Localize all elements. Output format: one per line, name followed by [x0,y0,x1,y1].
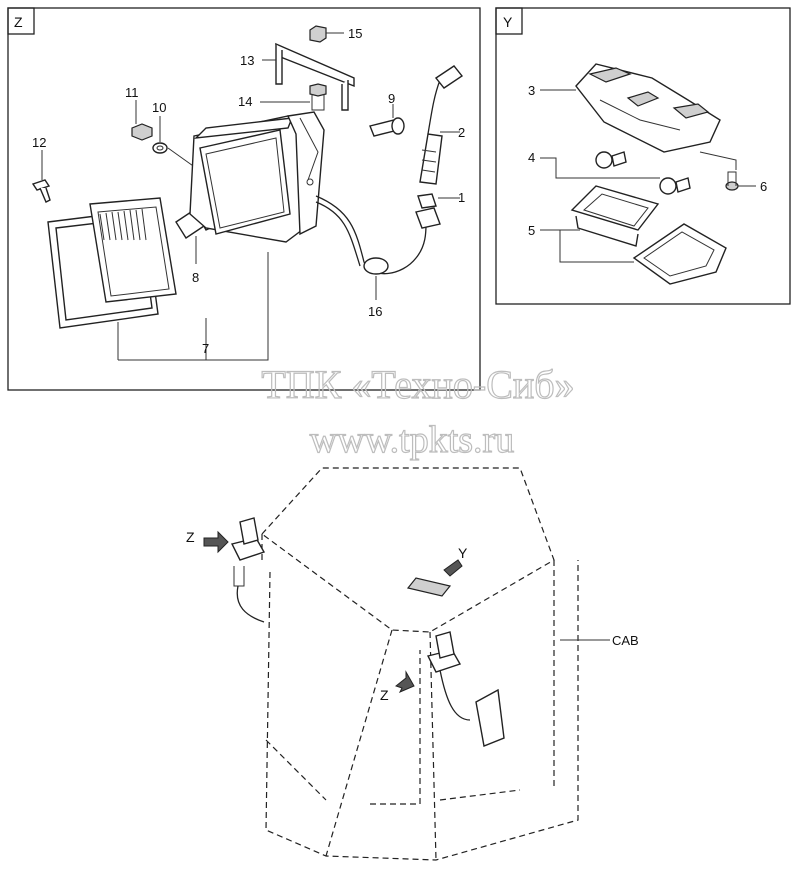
cab-label-z-2: Z [380,687,389,703]
lamp-lens [47,197,269,361]
panel-z-label-box [7,7,35,35]
callout-2: 2 [458,125,465,140]
callout-16: 16 [368,304,382,319]
watermark-line-1: ТПК «Техно-Сиб» [261,362,574,407]
callout-4: 4 [528,150,535,165]
side-bolt [369,104,405,137]
room-lamp-lens [540,185,727,285]
arrow-view-z-2 [394,670,415,693]
callout-5: 5 [528,223,535,238]
bracket-bolt [260,83,327,111]
panel-y: Y [495,7,791,305]
lamp-screw [699,151,756,191]
callout-6: 6 [760,179,767,194]
callout-1: 1 [458,190,465,205]
panel-y-label: Y [503,14,513,30]
callout-10: 10 [152,100,166,115]
panel-z: Z [7,7,481,391]
watermark-line-2: www.tpkts.ru [310,419,514,461]
cab-work-lamp-left [203,517,266,623]
arrow-view-z-1 [203,530,229,554]
panel-y-frame [495,7,791,305]
panel-y-label-box [495,7,523,35]
cab-label-y: Y [458,545,468,561]
top-nut [309,25,344,43]
callout-13: 13 [240,53,254,68]
cab-room-lamp [406,577,452,597]
callout-12: 12 [32,135,46,150]
nut-part [131,100,153,141]
lamp-housing [189,111,325,243]
panel-z-frame [7,7,481,391]
callout-9: 9 [388,91,395,106]
cab-label-z-1: Z [186,529,195,545]
callout-3: 3 [528,83,535,98]
screw-part [31,150,51,203]
callout-15: 15 [348,26,362,41]
panel-z-label: Z [14,14,23,30]
callout-8: 8 [192,270,199,285]
room-lamp-bulbs [540,151,691,195]
callout-11: 11 [125,85,139,100]
wiring-harness [315,65,464,300]
watermark: ТПК «Техно-Сиб» www.tpkts.ru [261,361,576,461]
callout-7: 7 [202,341,209,356]
cab-label: CAB [612,633,639,648]
arrow-view-y [443,559,463,577]
mounting-bracket [262,42,355,111]
cab-diagram: Z Z Y CAB [186,467,639,861]
callout-14: 14 [238,94,252,109]
cab-work-lamp-right [394,631,505,747]
room-lamp-base [540,63,721,153]
